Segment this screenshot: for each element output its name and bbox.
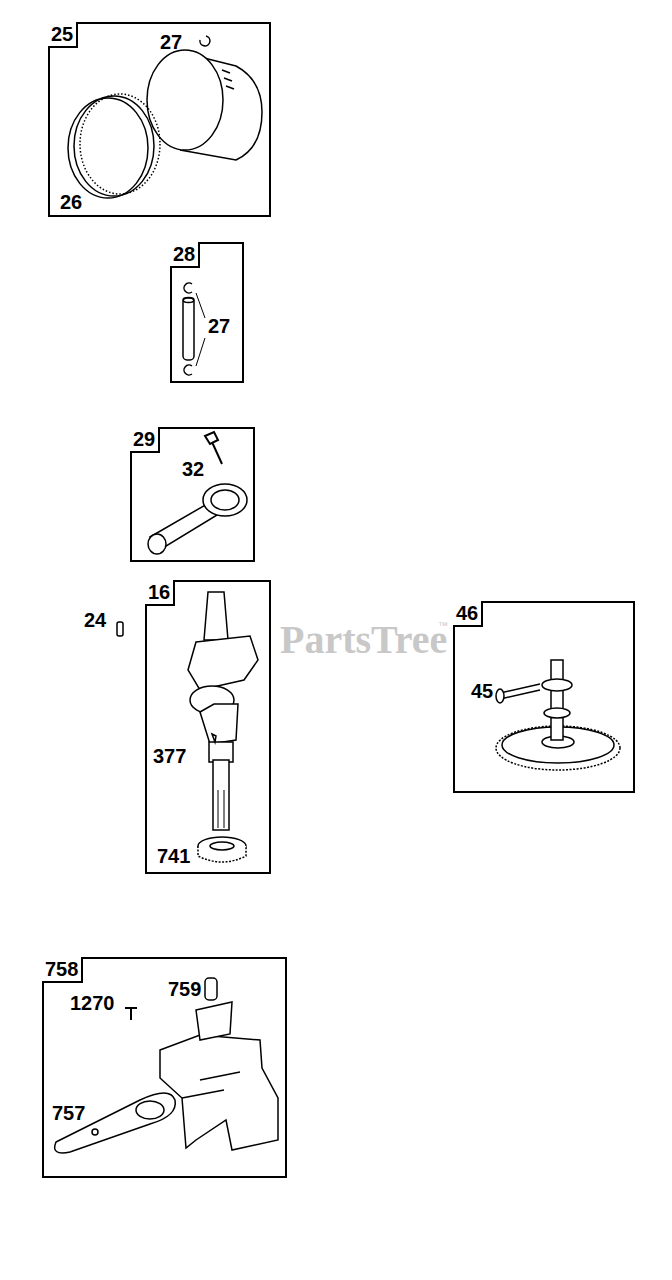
camshaft-shape [544,708,570,718]
crankshaft-shape [200,704,238,744]
piston-rings-shape [80,94,160,194]
governor-bracket-shape [125,1008,137,1020]
governor-bracket-shape [92,1129,98,1135]
callout-number: 757 [52,1101,85,1125]
callout-number: 24 [84,608,106,632]
crankshaft-shape [204,592,228,640]
governor-bracket [55,978,278,1153]
crankshaft-shape [218,790,224,828]
callout-number: 759 [168,977,201,1001]
connecting-rod-shape [203,484,247,516]
piston [147,36,262,160]
callout-number: 1270 [70,991,115,1015]
group-number: 16 [145,580,175,606]
camshaft-shape [500,684,540,699]
piston-rings-shape [74,96,154,196]
callout-number: 27 [160,30,182,54]
piston-pin [183,283,205,375]
governor-bracket-shape [182,1072,240,1098]
connecting-rod-shape [148,534,166,554]
callout-number: 27 [208,314,230,338]
trademark-mark: ™ [438,620,448,632]
group-number: 46 [453,601,483,627]
crankshaft-shape [212,734,216,742]
dowel-pin-shape [117,622,123,636]
part-group-box: 16 377 741 [145,580,271,874]
callout-number: 741 [157,844,190,868]
connecting-rod-shape [205,432,222,464]
piston-shape [147,50,223,150]
group-number: 29 [130,427,160,453]
callout-number: 32 [182,457,204,481]
part-group-box: 758 1270 759 757 [42,957,287,1178]
connecting-rod-shape [211,490,239,510]
governor-bracket-shape [205,978,217,1000]
group-number: 25 [48,22,78,48]
camshaft-shape [496,689,504,703]
piston-pin-shape [183,298,194,360]
group-number: 28 [170,242,200,268]
piston-pin-shape [196,293,205,366]
crankshaft [188,592,258,862]
piston-shape [222,70,234,89]
governor-bracket-shape [160,1035,278,1150]
dowel-pin [117,622,123,636]
camshaft-shape [542,679,572,691]
crankshaft-shape [188,636,258,690]
watermark: PartsTree [280,618,447,662]
camshaft-shape [551,660,563,740]
crankshaft-shape [209,742,233,762]
callout-number: 45 [471,679,493,703]
group-number: 758 [42,957,83,983]
piston-rings [68,94,160,198]
crankshaft-shape [198,846,246,862]
crankshaft-shape [210,842,234,850]
connecting-rod [148,432,247,554]
governor-bracket-shape [196,1002,232,1040]
callout-number: 377 [153,744,186,768]
part-group-box: 25 27 26 [48,22,271,217]
part-group-box: 29 32 [130,427,255,562]
governor-bracket-shape [136,1101,164,1119]
part-group-box: 46 45 [453,601,635,793]
part-group-box: 28 27 [170,242,244,383]
piston-pin-shape [184,283,192,293]
piston-shape [200,36,210,46]
camshaft [496,660,620,770]
piston-pin-shape [184,365,192,375]
callout-number: 26 [60,190,82,214]
piston-pin-shape [183,298,194,303]
crankshaft-shape [213,760,229,830]
